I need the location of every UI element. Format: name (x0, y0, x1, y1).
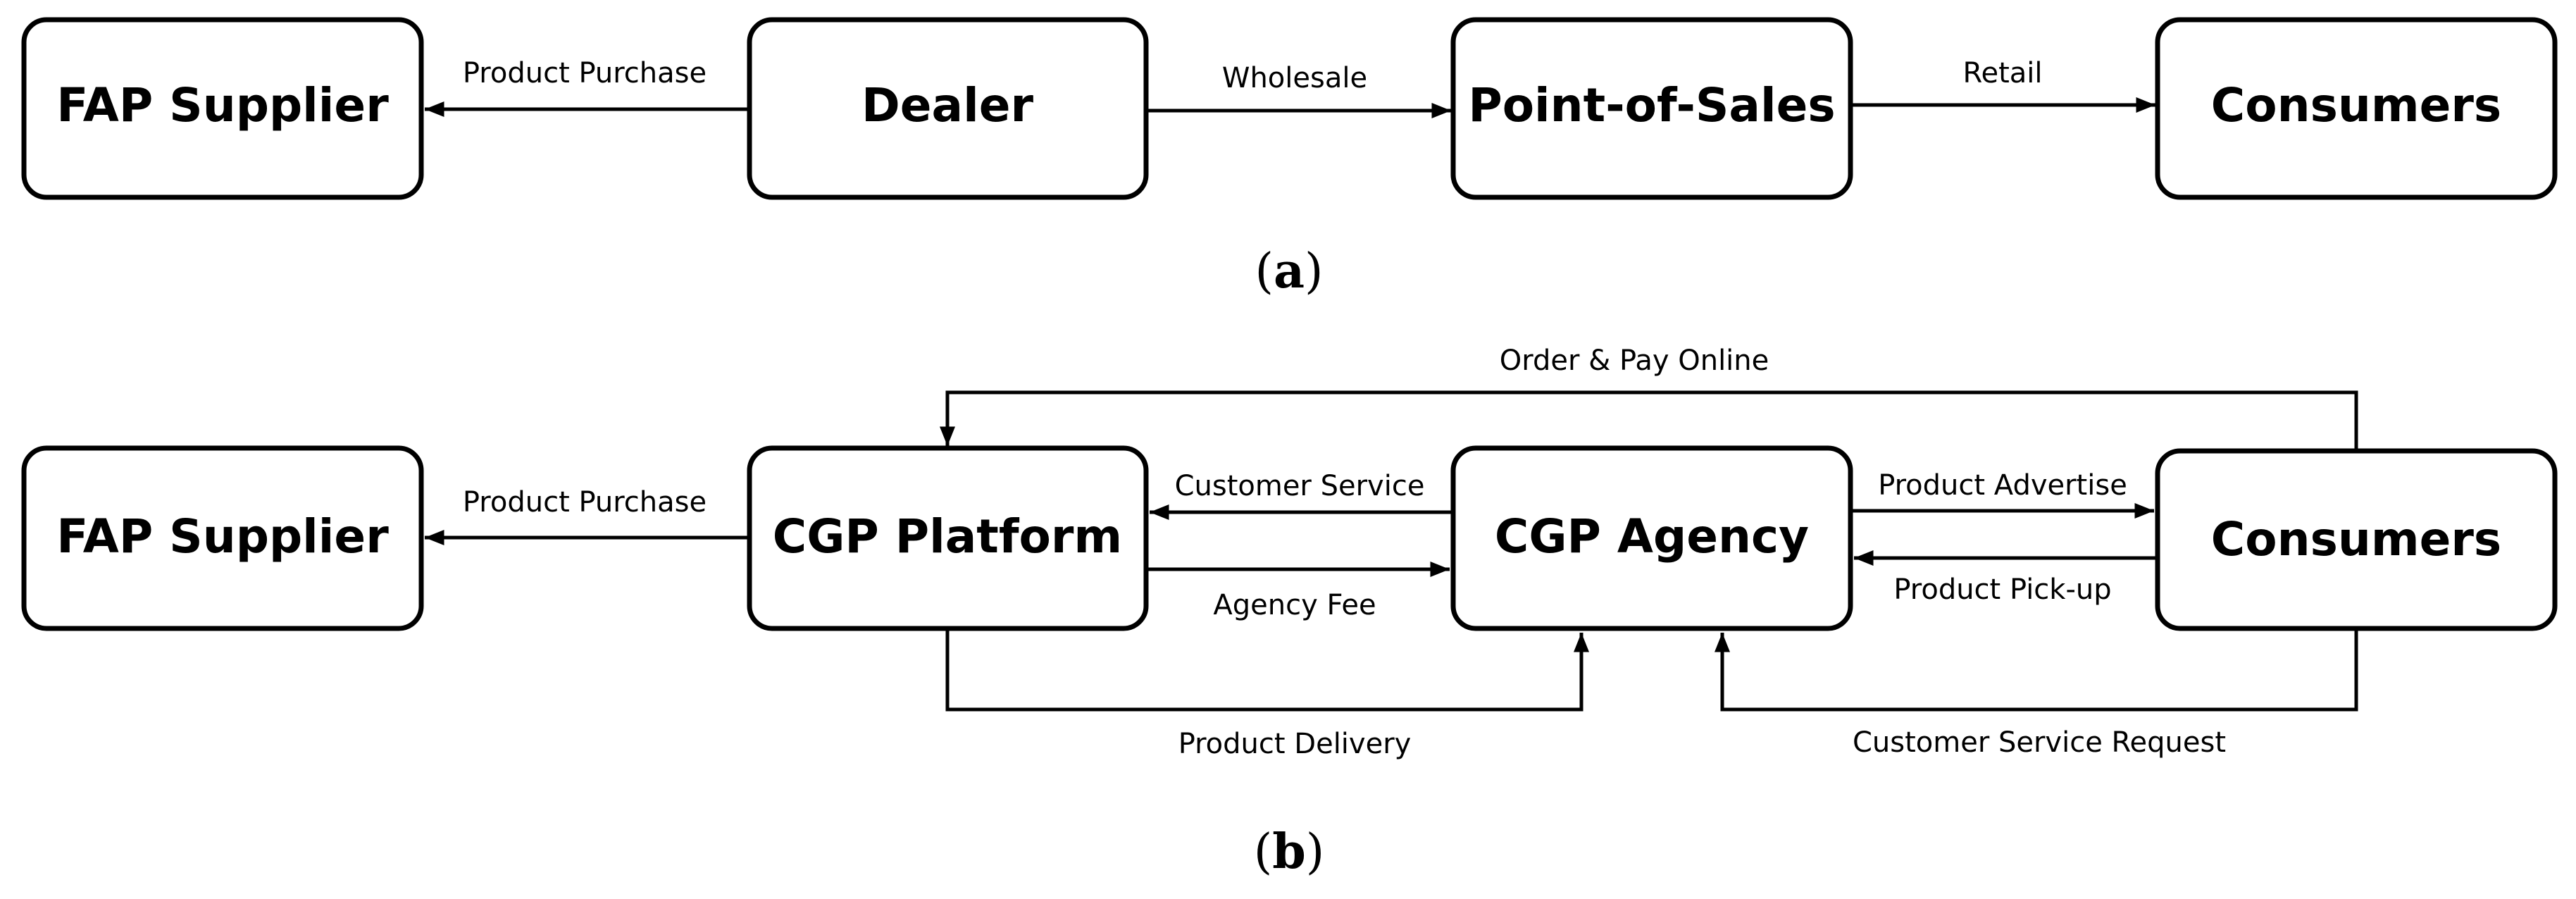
node-label: Point-of-Sales (1468, 78, 1835, 132)
node-label: CGP Agency (1495, 509, 1809, 564)
edge-label-agency-fee: Agency Fee (1213, 589, 1376, 621)
edge-label-order-pay-online: Order & Pay Online (1500, 345, 1769, 377)
edge-b-customer-service-request (1715, 628, 2358, 712)
node-b-cgp-agency: CGP Agency (1450, 445, 1853, 631)
diagram-b: FAP Supplier CGP Platform CGP Agency Con… (21, 345, 2558, 880)
caption-close: ) (1306, 824, 1325, 880)
edge-b-product-delivery (945, 628, 1589, 712)
node-label: Consumers (2211, 512, 2501, 566)
caption-close: ) (1305, 244, 1324, 299)
node-label: FAP Supplier (56, 78, 389, 132)
edge-label-customer-service: Customer Service (1175, 470, 1425, 502)
edge-b-order-pay-online (940, 390, 2358, 451)
caption-open: ( (1255, 244, 1274, 299)
node-a-dealer: Dealer (747, 17, 1149, 200)
caption-b: (b) (1254, 824, 1325, 880)
caption-open: ( (1254, 824, 1273, 880)
edge-label-product-delivery: Product Delivery (1178, 728, 1412, 760)
node-b-consumers: Consumers (2155, 448, 2558, 631)
diagram-a: FAP Supplier Dealer Point-of-Sales Consu… (21, 17, 2558, 299)
node-label: Consumers (2211, 78, 2501, 132)
node-label: CGP Platform (773, 509, 1122, 564)
edge-label-wholesale: Wholesale (1222, 62, 1367, 94)
edge-label-product-purchase: Product Purchase (463, 57, 707, 89)
node-a-consumers: Consumers (2155, 17, 2558, 200)
edge-label-product-purchase: Product Purchase (463, 486, 707, 519)
caption-letter: b (1272, 824, 1306, 880)
edge-label-customer-service-request: Customer Service Request (1853, 726, 2226, 759)
node-b-fap-supplier: FAP Supplier (21, 445, 424, 631)
edge-label-retail: Retail (1962, 57, 2042, 89)
edge-label-product-advertise: Product Advertise (1878, 469, 2127, 502)
caption-a: (a) (1255, 243, 1323, 299)
node-b-cgp-platform: CGP Platform (747, 445, 1149, 631)
caption-letter: a (1274, 243, 1305, 299)
node-a-point-of-sales: Point-of-Sales (1450, 17, 1853, 200)
node-label: Dealer (861, 78, 1033, 132)
node-a-fap-supplier: FAP Supplier (21, 17, 424, 200)
node-label: FAP Supplier (56, 509, 389, 564)
edge-label-product-pickup: Product Pick-up (1893, 574, 2111, 606)
